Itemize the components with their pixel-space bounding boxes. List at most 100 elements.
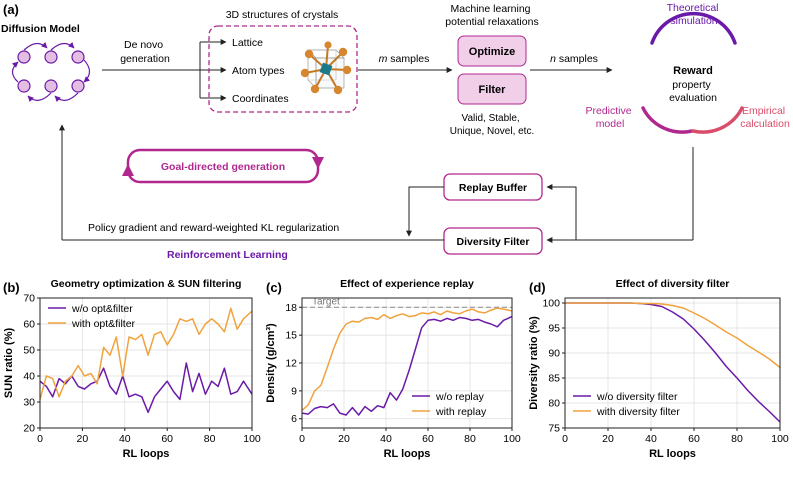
target-label: Target: [312, 296, 340, 307]
y-tick-label: 80: [548, 398, 560, 410]
chart-title: Effect of diversity filter: [616, 278, 730, 290]
diffusion-node: [17, 79, 31, 93]
goal-directed-label: Goal-directed generation: [161, 161, 285, 173]
panel-c-label: (c): [266, 280, 282, 295]
branch-atom-types: Atom types: [232, 65, 285, 77]
diffusion-node: [44, 79, 58, 93]
crystal-structure-icon: [300, 41, 352, 95]
y-axis-label: SUN ratio (%): [3, 328, 15, 399]
x-tick-label: 40: [119, 433, 131, 445]
x-tick-label: 0: [562, 433, 568, 445]
mlp-title: Machine learning potential relaxations: [445, 3, 538, 28]
filter-box: [457, 73, 527, 105]
x-tick-label: 80: [731, 433, 743, 445]
chart-title: Geometry optimization & SUN filtering: [51, 278, 242, 290]
series-line: [39, 307, 253, 400]
panel-d-label: (d): [529, 280, 546, 295]
x-tick-label: 0: [299, 433, 305, 445]
reward-ring: [641, 11, 744, 134]
diffusion-node: [71, 79, 85, 93]
legend-label: w/o replay: [435, 391, 485, 403]
y-tick-label: 40: [23, 371, 35, 383]
optimize-label: Optimize: [469, 46, 515, 58]
plot-frame: [564, 297, 781, 429]
policy-gradient-label: Policy gradient and reward-weighted KL r…: [88, 222, 339, 234]
diffusion-arrows: [11, 42, 91, 102]
x-tick-label: 100: [503, 433, 521, 445]
series-line: [565, 302, 781, 423]
x-tick-label: 40: [380, 433, 392, 445]
x-tick-label: 0: [37, 433, 43, 445]
y-tick-label: 60: [23, 319, 35, 331]
y-tick-label: 6: [291, 413, 297, 425]
x-tick-label: 40: [645, 433, 657, 445]
legend-label: with opt&filter: [71, 318, 136, 330]
series-line: [39, 362, 253, 414]
x-tick-label: 20: [77, 433, 89, 445]
y-tick-label: 90: [548, 348, 560, 360]
y-tick-label: 30: [23, 397, 35, 409]
reward-title: Reward: [673, 65, 713, 77]
diffusion-node: [44, 50, 58, 64]
diffusion-model-title: Diffusion Model: [1, 23, 80, 35]
m-samples-label: m samples: [379, 53, 430, 65]
diffusion-nodes: [17, 50, 85, 93]
panel-b-label: (b): [3, 280, 20, 295]
reward-desc: property evaluation: [669, 79, 717, 104]
x-tick-label: 80: [204, 433, 216, 445]
x-tick-label: 20: [338, 433, 350, 445]
y-tick-label: 70: [23, 293, 35, 305]
structures-title: 3D structures of crystals: [226, 9, 339, 21]
x-axis-label: RL loops: [384, 448, 431, 460]
y-tick-label: 15: [285, 330, 297, 342]
theoretical-label: Theoretical simulation: [667, 2, 722, 27]
series-line: [565, 302, 781, 369]
y-axis-label: Density (g/cm³): [265, 323, 277, 403]
y-tick-label: 85: [548, 373, 560, 385]
y-tick-label: 50: [23, 345, 35, 357]
x-tick-label: 60: [688, 433, 700, 445]
panel-a: (a) Diffusion Model De novo generation: [1, 2, 790, 261]
optimize-box: [457, 35, 527, 67]
empirical-label: Empirical calculation: [740, 105, 790, 130]
diversity-filter-label: Diversity Filter: [457, 236, 530, 248]
y-tick-label: 18: [285, 302, 297, 314]
x-tick-label: 100: [243, 433, 261, 445]
predictive-label: Predictive model: [585, 105, 634, 130]
criteria-label: Valid, Stable, Unique, Novel, etc.: [450, 113, 535, 137]
legend-label: w/o opt&filter: [71, 303, 133, 315]
x-tick-label: 60: [161, 433, 173, 445]
chart-title: Effect of experience replay: [340, 278, 474, 290]
legend-label: w/o diversity filter: [596, 391, 678, 403]
legend-label: with diversity filter: [596, 406, 680, 418]
y-tick-label: 75: [548, 423, 560, 435]
x-axis-label: RL loops: [123, 448, 170, 460]
y-tick-label: 95: [548, 323, 560, 335]
branch-lattice: Lattice: [232, 37, 263, 49]
diversity-filter-box: [443, 227, 543, 255]
chart-3: Effect of diversity filter 0 20 40 60 80 100 75…: [528, 278, 789, 460]
replay-buffer-label: Replay Buffer: [459, 182, 527, 194]
filter-label: Filter: [479, 84, 507, 96]
y-tick-label: 20: [23, 423, 35, 435]
y-tick-label: 12: [285, 358, 297, 370]
x-tick-label: 80: [464, 433, 476, 445]
n-samples-label: n samples: [550, 53, 598, 65]
panel-a-label: (a): [3, 2, 19, 17]
diffusion-node: [17, 50, 31, 64]
y-tick-label: 9: [291, 385, 297, 397]
y-axis-label: Diversity ratio (%): [528, 316, 540, 410]
rl-label: Reinforcement Learning: [167, 249, 288, 261]
x-tick-label: 60: [422, 433, 434, 445]
series-line: [301, 315, 513, 416]
x-tick-label: 100: [771, 433, 789, 445]
x-tick-label: 20: [602, 433, 614, 445]
legend-label: with replay: [435, 406, 487, 418]
de-novo-label: De novo generation: [120, 39, 170, 65]
y-tick-label: 100: [542, 298, 560, 310]
series-line: [301, 307, 513, 411]
